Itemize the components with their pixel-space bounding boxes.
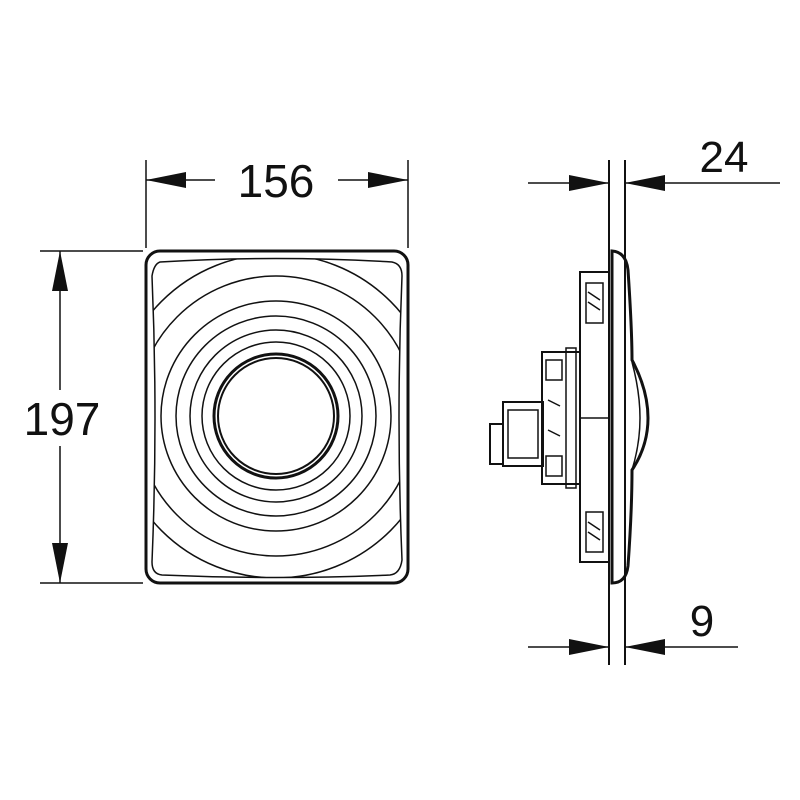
ring-1: [201, 341, 351, 491]
push-rod: [502, 401, 544, 467]
width-label: 156: [238, 155, 315, 207]
flush-button-inner: [217, 357, 335, 475]
ring-2: [189, 329, 363, 503]
depth-total-dimension: 24: [528, 133, 780, 191]
ring-outer-3: [152, 258, 402, 578]
mounting-frame: [579, 271, 610, 563]
flush-button-outer: [212, 352, 340, 480]
width-dimension: 156: [145, 155, 409, 248]
height-label: 197: [24, 393, 101, 445]
front-plate-outline: [144, 249, 410, 585]
depth-plate-label: 9: [690, 597, 714, 646]
side-view: [489, 160, 650, 665]
height-dimension: 197: [24, 250, 143, 584]
ring-outer-2: [152, 275, 402, 557]
front-plate-inner: [151, 257, 403, 579]
depth-total-label: 24: [700, 133, 749, 182]
front-view: [144, 249, 410, 585]
ring-3: [175, 315, 377, 517]
ring-4: [160, 300, 392, 532]
cover-plate-profile: [610, 249, 650, 585]
actuator-housing: [541, 351, 581, 485]
depth-plate-dimension: 9: [528, 597, 738, 655]
